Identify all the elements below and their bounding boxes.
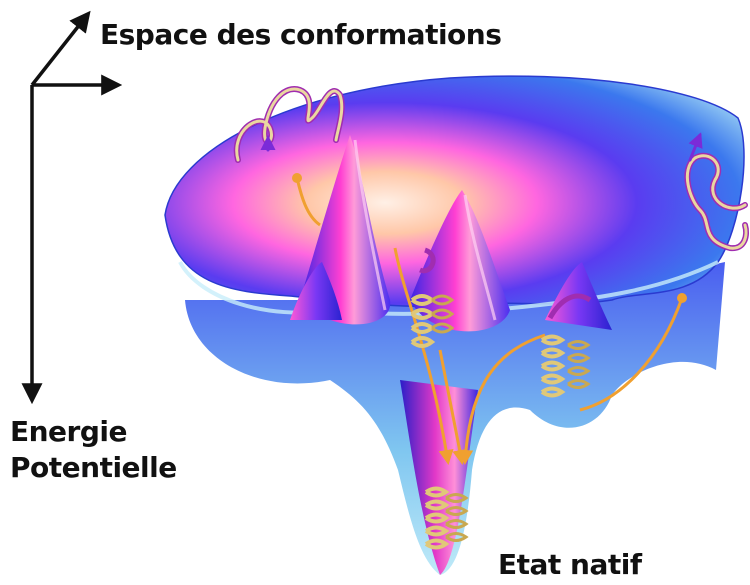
energy-label-line2: Potentielle bbox=[10, 450, 177, 486]
native-state-label: Etat natif bbox=[498, 548, 642, 581]
energy-label-line1: Energie bbox=[10, 414, 177, 450]
potential-energy-label: Energie Potentielle bbox=[10, 414, 177, 486]
conformation-space-label: Espace des conformations bbox=[100, 18, 501, 51]
coordinate-axes-icon bbox=[32, 14, 118, 400]
